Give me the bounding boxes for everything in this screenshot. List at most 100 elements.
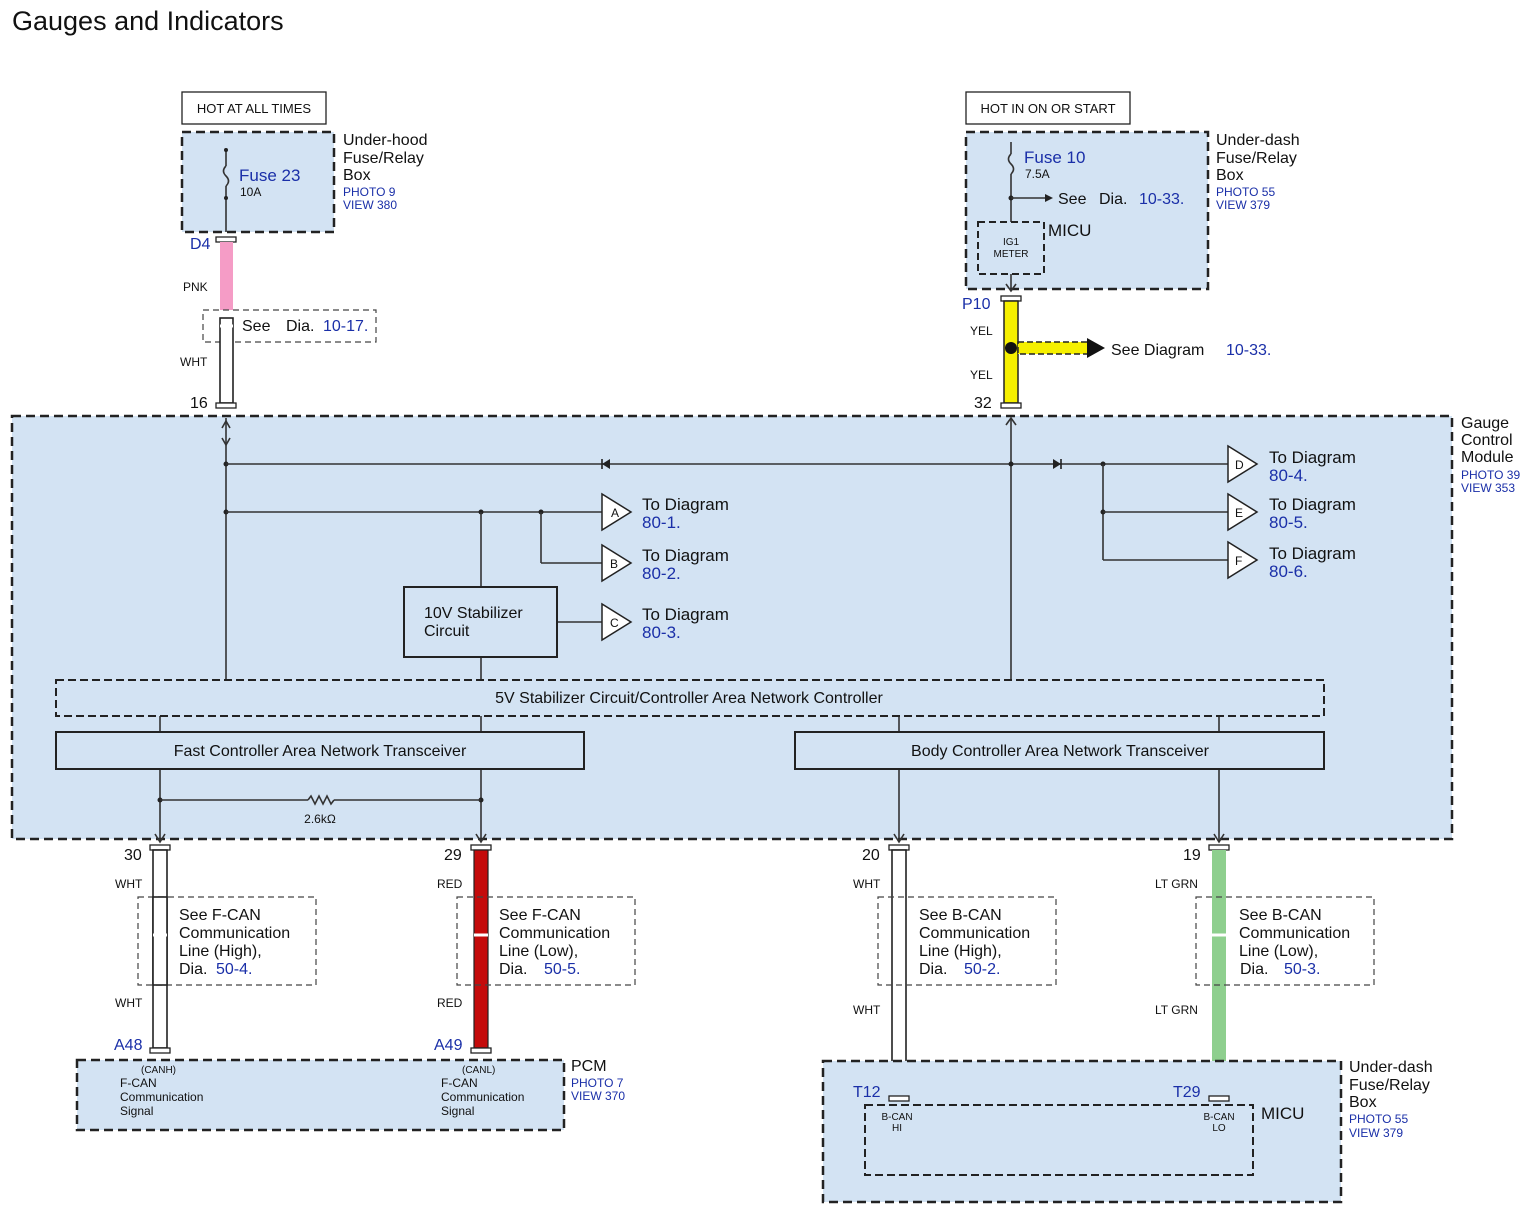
output-d-letter: D (1235, 458, 1244, 472)
output-c-ref: 80-3. (642, 623, 681, 642)
wire-19-ltgrn: 19 LT GRN LT GRN (1155, 844, 1230, 1098)
body-can-transceiver-label: Body Controller Area Network Transceiver (911, 743, 1210, 760)
connector-a48: A48 (114, 1037, 143, 1054)
fcan-high-note-1: See F-CAN (179, 907, 261, 924)
fcan-low-note-2: Communication (499, 925, 610, 942)
fuse-10-label: Fuse 10 (1024, 148, 1085, 167)
fuse-23-symbol (222, 148, 230, 232)
output-e-ref: 80-5. (1269, 513, 1308, 532)
gcm-label-3: Module (1461, 449, 1514, 466)
see-text-top: See (1058, 191, 1087, 208)
fuse-10-rating: 7.5A (1025, 167, 1050, 181)
output-f: F To Diagram 80-6. (1227, 540, 1356, 581)
see-bcan-high-box (877, 896, 1057, 986)
wire-19-color-lower: LT GRN (1155, 1003, 1198, 1017)
underdash-bottom-label-1: Under-dash (1349, 1059, 1433, 1076)
underdash-bottom-photo: PHOTO 55 (1349, 1112, 1408, 1126)
pin-20: 20 (862, 847, 880, 864)
pcm-view: VIEW 370 (571, 1089, 625, 1103)
output-d-to: To Diagram (1269, 448, 1356, 467)
output-d-ref: 80-4. (1269, 466, 1308, 485)
pin-30: 30 (124, 847, 142, 864)
bcan-low-note-1: See B-CAN (1239, 907, 1322, 924)
bcan-high-note-2: Communication (919, 925, 1030, 942)
output-a-to: To Diagram (642, 495, 729, 514)
output-d: D To Diagram 80-4. (1227, 444, 1356, 485)
body-can-transceiver (794, 731, 1325, 770)
output-c-to: To Diagram (642, 605, 729, 624)
underdash-top-label-3: Box (1216, 167, 1244, 184)
fcan-low-note-3: Line (Low), (499, 943, 578, 960)
output-b-ref: 80-2. (642, 564, 681, 583)
stabilizer-5v-label: 5V Stabilizer Circuit/Controller Area Ne… (495, 690, 883, 707)
see-diagram-text: See Diagram (1111, 342, 1204, 359)
underhood-box-label-1: Under-hood (343, 132, 428, 149)
underhood-box-label-3: Box (343, 167, 371, 184)
pcm-canl-l2: Communication (441, 1090, 524, 1104)
dia-10-33-ref-top: 10-33. (1139, 191, 1184, 208)
bcan-high-ref: 50-2. (964, 961, 1000, 978)
bcan-high-dia: Dia. (919, 961, 947, 978)
fuse-23-label: Fuse 23 (239, 166, 300, 185)
stabilizer-5v-can-controller (55, 679, 1325, 717)
output-e-letter: E (1235, 506, 1243, 520)
branch-arrow (1087, 338, 1105, 358)
see-bcan-low-box (1195, 896, 1375, 986)
underdash-bottom-label-2: Fuse/Relay (1349, 1077, 1430, 1094)
micu-meter-label: METER (994, 249, 1029, 260)
pcm-photo: PHOTO 7 (571, 1076, 624, 1090)
hot-in-on-or-start-tag (965, 91, 1131, 125)
fcan-low-note-1: See F-CAN (499, 907, 581, 924)
see-fcan-low-box (456, 896, 636, 986)
pcm-canh-l1: F-CAN (120, 1076, 157, 1090)
connector-d4-terminal (215, 236, 237, 243)
underhood-fuse-relay-box (180, 130, 336, 234)
underdash-bottom-label-3: Box (1349, 1094, 1377, 1111)
wire-30-color-upper: WHT (115, 877, 143, 891)
pcm-canh-l2: Communication (120, 1090, 203, 1104)
pin-29: 29 (444, 847, 462, 864)
underdash-top-view: VIEW 379 (1216, 198, 1270, 212)
dia-text: Dia. (286, 318, 314, 335)
pcm-label: PCM (571, 1058, 607, 1075)
fcan-high-note-2: Communication (179, 925, 290, 942)
output-a-ref: 80-1. (642, 513, 681, 532)
see-fcan-high-box (137, 896, 317, 986)
fast-can-transceiver (55, 731, 585, 770)
output-c-letter: C (610, 616, 619, 630)
gcm-label-1: Gauge (1461, 415, 1509, 432)
connector-a49: A49 (434, 1037, 463, 1054)
pcm-canh-l3: Signal (120, 1104, 153, 1118)
micu-bottom-label: MICU (1261, 1104, 1304, 1123)
wire-yel-branch (1017, 341, 1089, 355)
bcan-high-note-3: Line (High), (919, 943, 1002, 960)
pcm-canl-sig: (CANL) (462, 1065, 495, 1076)
bcan-low-ref: 50-3. (1284, 961, 1320, 978)
wire-wht-label: WHT (180, 355, 208, 369)
wire-pnk (220, 242, 233, 318)
fcan-low-dia: Dia. (499, 961, 527, 978)
underhood-box-photo: PHOTO 9 (343, 185, 396, 199)
gcm-photo: PHOTO 39 (1461, 468, 1520, 482)
hot-in-on-or-start-label: HOT IN ON OR START (980, 101, 1115, 116)
page-title: Gauges and Indicators (12, 6, 284, 36)
output-f-letter: F (1235, 554, 1242, 568)
wire-19-color-upper: LT GRN (1155, 877, 1198, 891)
connector-p10: P10 (962, 296, 991, 313)
stabilizer-10v-label-2: Circuit (424, 623, 470, 640)
bcan-lo-l2: LO (1212, 1123, 1226, 1134)
fcan-high-dia: Dia. (179, 961, 207, 978)
output-a-letter: A (611, 506, 619, 520)
wire-29-red: 29 RED RED A49 (434, 844, 492, 1054)
hot-at-all-times-tag (181, 91, 327, 125)
underdash-top-label-1: Under-dash (1216, 132, 1300, 149)
wire-29-color-upper: RED (437, 877, 463, 891)
output-e: E To Diagram 80-5. (1227, 492, 1356, 532)
bcan-high-note-1: See B-CAN (919, 907, 1002, 924)
gcm-label-2: Control (1461, 432, 1513, 449)
wire-30-color-lower: WHT (115, 996, 143, 1010)
pin-16: 16 (190, 395, 208, 412)
pin-32: 32 (974, 395, 992, 412)
output-e-to: To Diagram (1269, 495, 1356, 514)
